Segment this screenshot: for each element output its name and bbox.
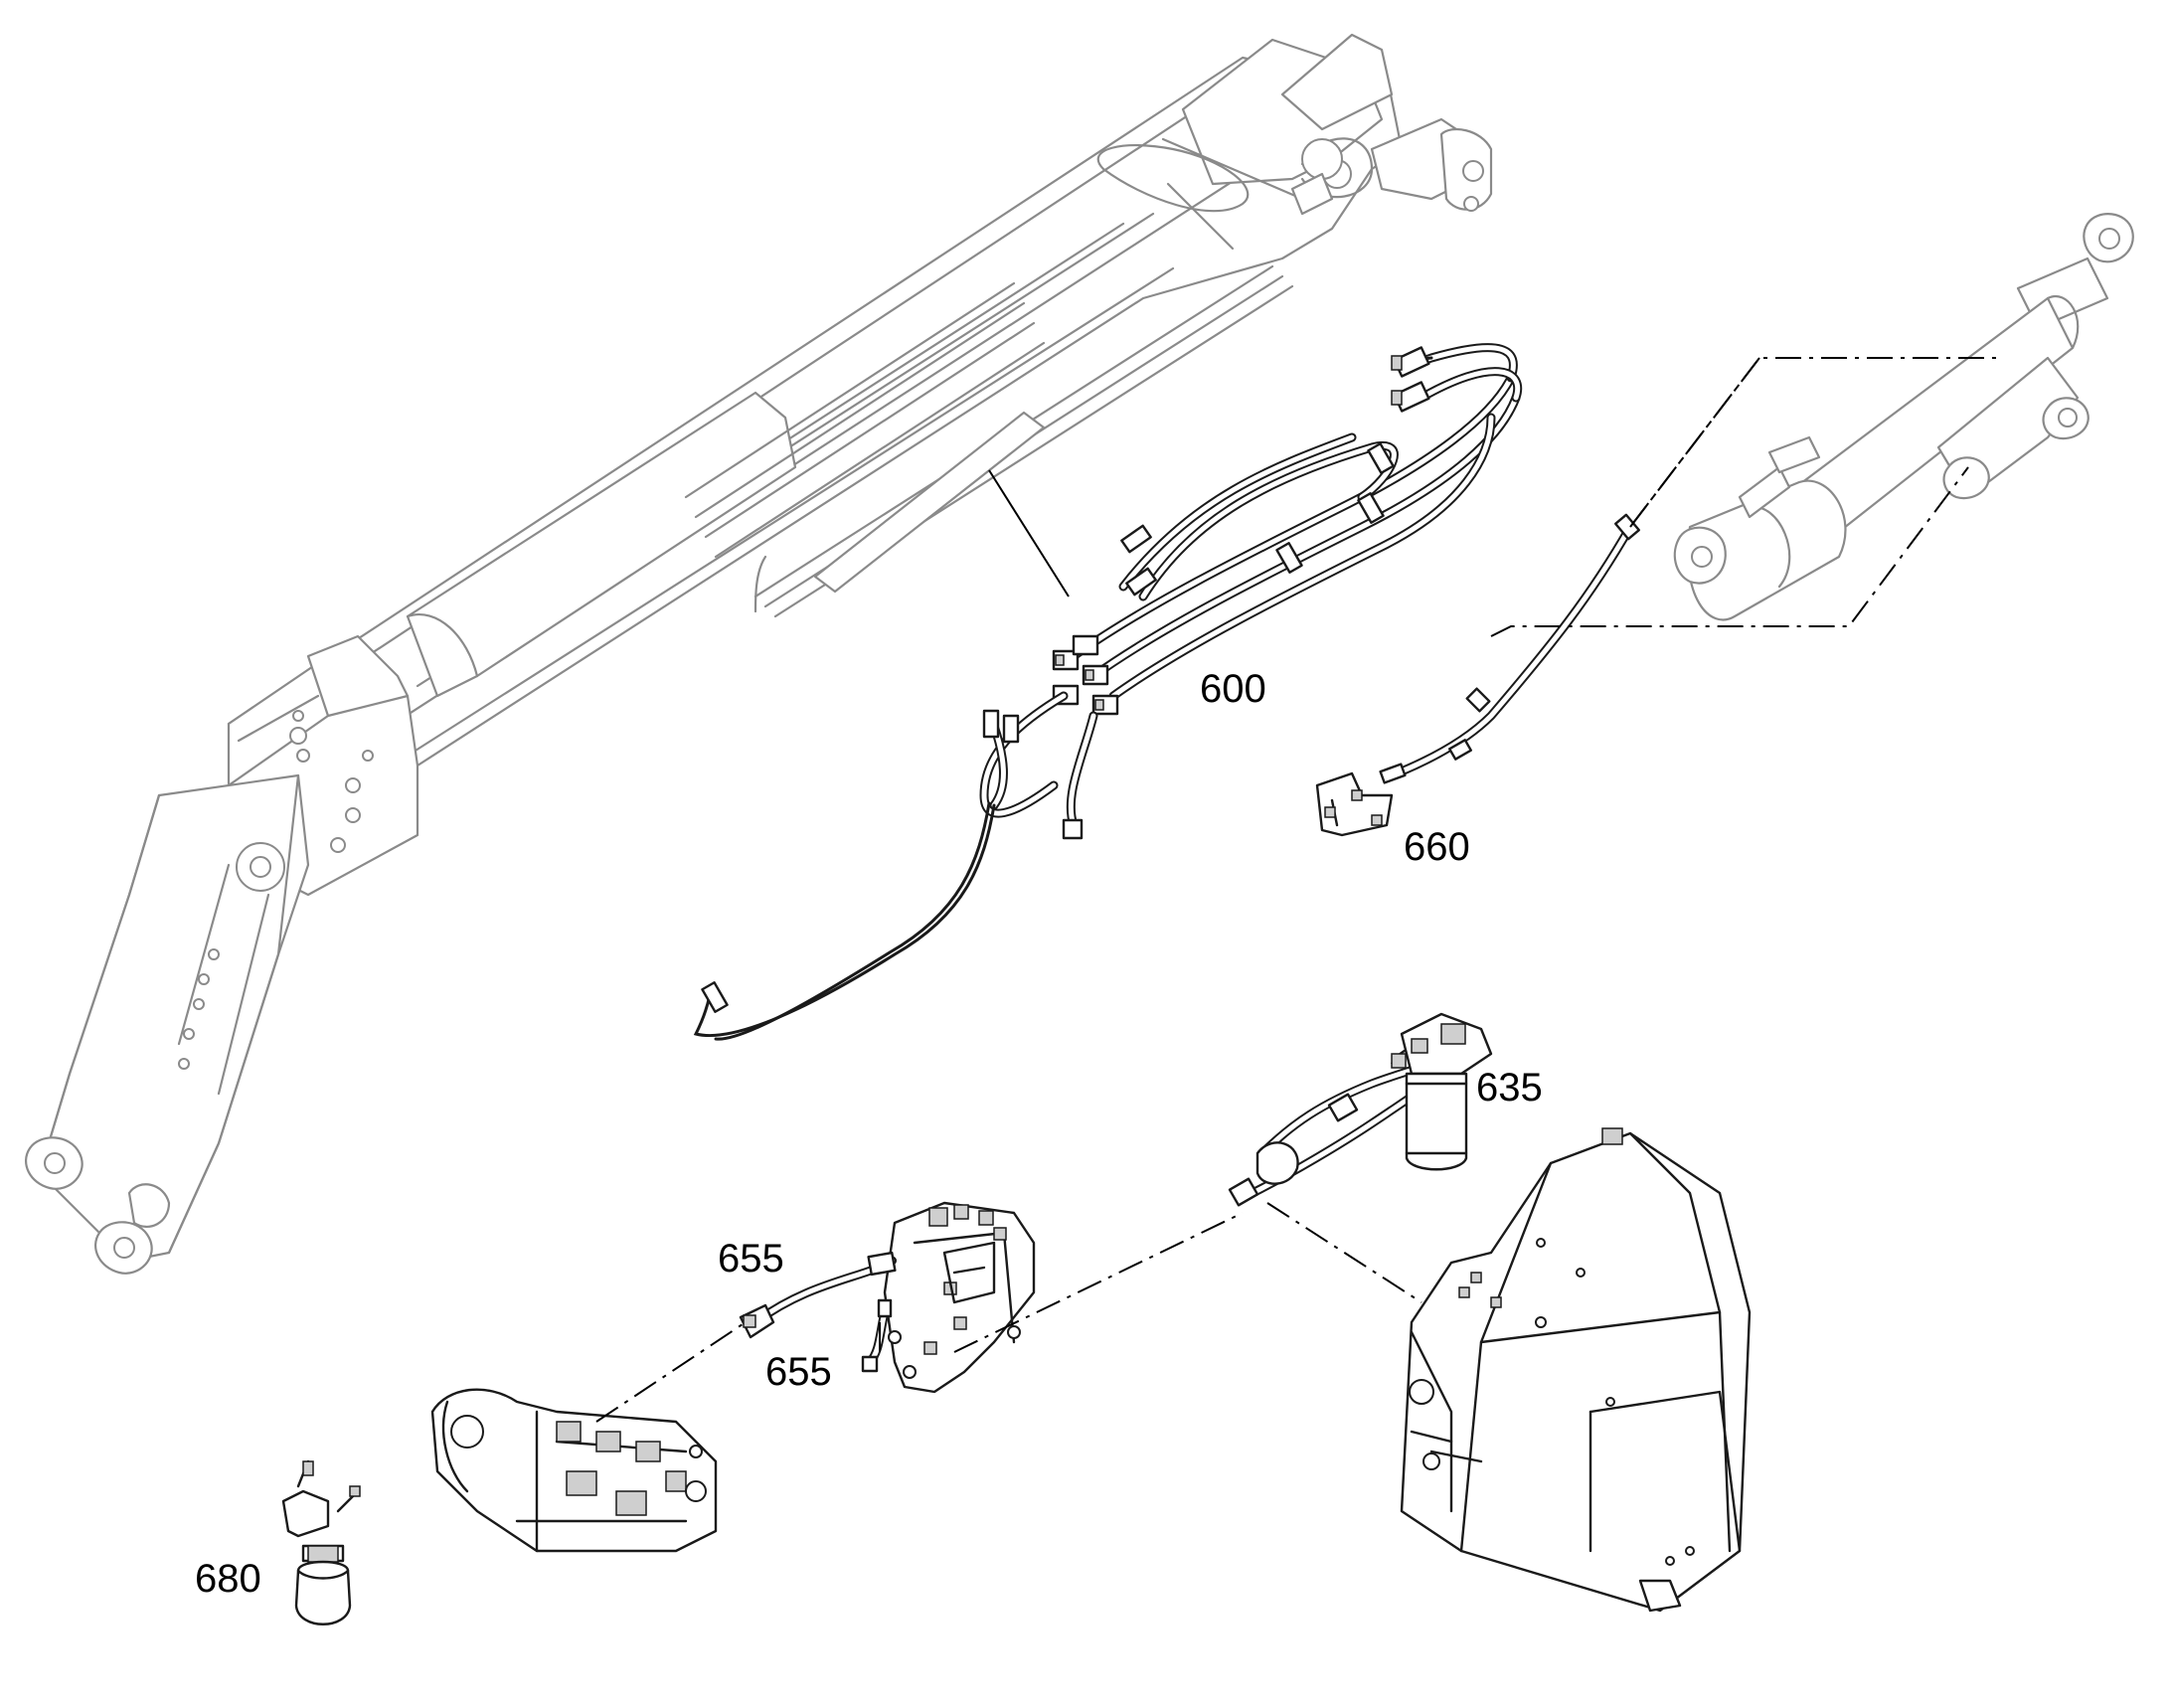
callout-600: 600 xyxy=(1200,667,1266,711)
lift-cylinder xyxy=(1673,213,2134,621)
filter-assembly-635 xyxy=(1228,1012,1493,1207)
accumulator-680 xyxy=(281,1459,361,1625)
hose-655-upper xyxy=(739,1251,897,1339)
assembly-line-cylinder-2 xyxy=(1629,357,1760,528)
hydraulic-tank xyxy=(1400,1127,1752,1613)
boom-assembly xyxy=(24,33,1493,1275)
assembly-line-pump-655 xyxy=(595,1321,747,1423)
leader-600 xyxy=(988,469,1070,598)
hydraulic-pump xyxy=(430,1388,718,1553)
assembly-line-filter-tank xyxy=(1266,1202,1422,1303)
assembly-line-block-filter xyxy=(953,1212,1244,1353)
callout-655-lower: 655 xyxy=(765,1350,832,1394)
control-valve-block xyxy=(883,1201,1036,1394)
callout-655-upper: 655 xyxy=(718,1237,784,1281)
hose-kit-600 xyxy=(693,343,1523,1041)
callout-660: 660 xyxy=(1404,825,1470,869)
callout-635: 635 xyxy=(1476,1066,1543,1110)
callout-680: 680 xyxy=(195,1557,261,1601)
valve-bracket-660 xyxy=(1315,513,1640,837)
